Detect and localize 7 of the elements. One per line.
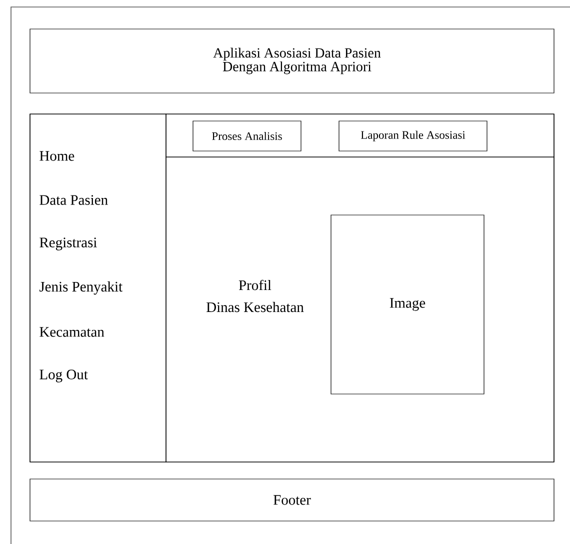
footer-box: Footer (30, 478, 554, 522)
sidebar-menu: Home Data Pasien Registrasi Jenis Penyakit Kecamatan Log Out (30, 114, 166, 462)
menu-button: Proses Analisis (192, 120, 302, 152)
menu-button: Laporan Rule Asosiasi (338, 120, 488, 152)
nav-bar (166, 114, 554, 158)
header-box: Aplikasi Asosiasi Data Pasien Dengan Algoritma Apriori (30, 28, 554, 94)
picture-frame: Image (330, 214, 484, 394)
